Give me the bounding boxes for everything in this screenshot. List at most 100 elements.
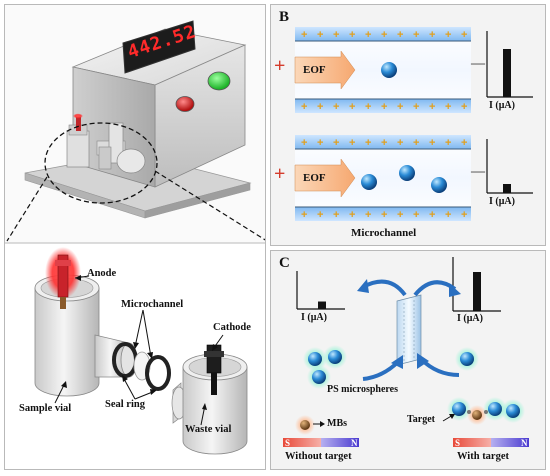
charge-symbol: + — [365, 209, 371, 221]
magnet-left-s: S — [285, 438, 291, 448]
charge-symbol: + — [317, 29, 323, 41]
charge-symbol: + — [333, 209, 339, 221]
charge-symbol: + — [413, 29, 419, 41]
charge-symbol: + — [365, 137, 371, 149]
red-button — [175, 96, 195, 112]
charge-symbol: + — [381, 137, 387, 149]
eof-label-top: EOF — [303, 64, 326, 76]
charge-symbol: + — [429, 137, 435, 149]
label-seal-ring: Seal ring — [105, 399, 145, 410]
current-axis-label-bottom: I (μA) — [489, 196, 515, 207]
ps-microspheres-left — [303, 345, 347, 389]
charge-symbol: + — [301, 209, 307, 221]
current-axis-label-left: I (μA) — [301, 312, 327, 323]
positive-terminal-bottom: + — [274, 163, 286, 185]
charge-symbol: + — [349, 29, 355, 41]
signal-chart-top — [486, 31, 533, 98]
label-anode: Anode — [87, 268, 117, 279]
label-ps-microspheres: PS microspheres — [327, 384, 399, 395]
label-waste-vial: Waste vial — [185, 424, 232, 435]
signal-bar-top — [503, 49, 511, 97]
zoom-circle — [44, 122, 158, 204]
charge-symbol: + — [429, 209, 435, 221]
magnet-right — [453, 438, 529, 447]
magnet-right-s: S — [455, 438, 461, 448]
curved-arrow-upper-left — [362, 279, 407, 297]
device-illustration — [5, 5, 265, 455]
panel-b: B — [270, 4, 546, 246]
charge-symbol: + — [349, 209, 355, 221]
charge-symbol: + — [445, 209, 451, 221]
charge-symbol: + — [461, 29, 467, 41]
charge-symbol: + — [445, 137, 451, 149]
charge-symbol: + — [333, 101, 339, 113]
signal-chart-bottom — [486, 139, 533, 194]
charge-symbol: + — [317, 101, 323, 113]
charge-symbol: + — [301, 29, 307, 41]
sphere-bottom-1 — [361, 174, 377, 190]
charge-symbol: + — [397, 137, 403, 149]
signal-bar-left — [318, 301, 326, 309]
current-axis-label-top: I (μA) — [489, 100, 515, 111]
sphere-top — [381, 62, 397, 78]
charge-symbol: + — [365, 29, 371, 41]
signal-bar-right — [473, 272, 481, 311]
microchannel-caption: Microchannel — [351, 227, 417, 239]
caption-without-target: Without target — [285, 451, 352, 462]
charge-symbol: + — [461, 101, 467, 113]
charge-symbol: + — [397, 29, 403, 41]
signal-bar-bottom — [503, 184, 511, 193]
charge-symbol: + — [397, 101, 403, 113]
signal-chart-left — [296, 271, 345, 310]
magnet-left — [283, 438, 359, 447]
charge-symbol: + — [397, 209, 403, 221]
panel-c-letter: C — [279, 255, 290, 271]
sphere-bottom-2 — [399, 165, 415, 181]
charge-symbol: + — [333, 137, 339, 149]
charge-symbol: + — [461, 137, 467, 149]
charge-symbol: + — [381, 209, 387, 221]
eof-arrow-bottom — [294, 158, 356, 198]
current-axis-label-right: I (μA) — [457, 313, 483, 324]
panel-b-illustration: + + + + + + + + + + + + + + + + + + + + + + + + + + + + + + + + + + + + + + + +… — [294, 27, 533, 221]
charge-symbol: + — [413, 209, 419, 221]
panel-c-illustration — [283, 257, 529, 447]
charge-symbol: + — [349, 137, 355, 149]
signal-chart-right — [452, 257, 501, 312]
target-complex — [447, 397, 525, 425]
panel-a: A — [4, 4, 266, 470]
magnet-right-n: N — [521, 438, 528, 448]
charge-symbol: + — [429, 29, 435, 41]
caption-with-target: With target — [457, 451, 510, 462]
panel-b-letter: B — [279, 9, 290, 25]
charge-symbol: + — [461, 209, 467, 221]
waste-vial-shape — [171, 353, 248, 455]
label-cathode: Cathode — [213, 322, 251, 333]
charge-symbol: + — [317, 137, 323, 149]
positive-terminal-top: + — [274, 55, 286, 77]
label-target: Target — [407, 414, 435, 425]
charge-symbol: + — [381, 29, 387, 41]
green-button — [207, 71, 231, 91]
eof-label-bottom: EOF — [303, 172, 326, 184]
ps-microsphere-right — [455, 347, 479, 371]
sphere-bottom-3 — [431, 177, 447, 193]
negative-terminal-bottom: — — [471, 164, 485, 179]
charge-symbol: + — [413, 137, 419, 149]
charge-symbol: + — [301, 101, 307, 113]
display-panel — [122, 20, 196, 74]
charge-symbol: + — [429, 101, 435, 113]
charge-symbol: + — [349, 101, 355, 113]
charge-symbol: + — [317, 209, 323, 221]
label-mbs: MBs — [327, 418, 347, 429]
charge-symbol: + — [413, 101, 419, 113]
seal-ring-2 — [145, 355, 171, 391]
charge-symbol: + — [301, 137, 307, 149]
sample-vial-shape — [34, 274, 138, 397]
charge-symbol: + — [445, 101, 451, 113]
label-microchannel: Microchannel — [121, 299, 184, 310]
eof-arrow-top — [294, 50, 356, 90]
magnet-left-n: N — [351, 438, 358, 448]
negative-terminal-top: — — [471, 56, 485, 71]
label-sample-vial: Sample vial — [19, 403, 72, 414]
